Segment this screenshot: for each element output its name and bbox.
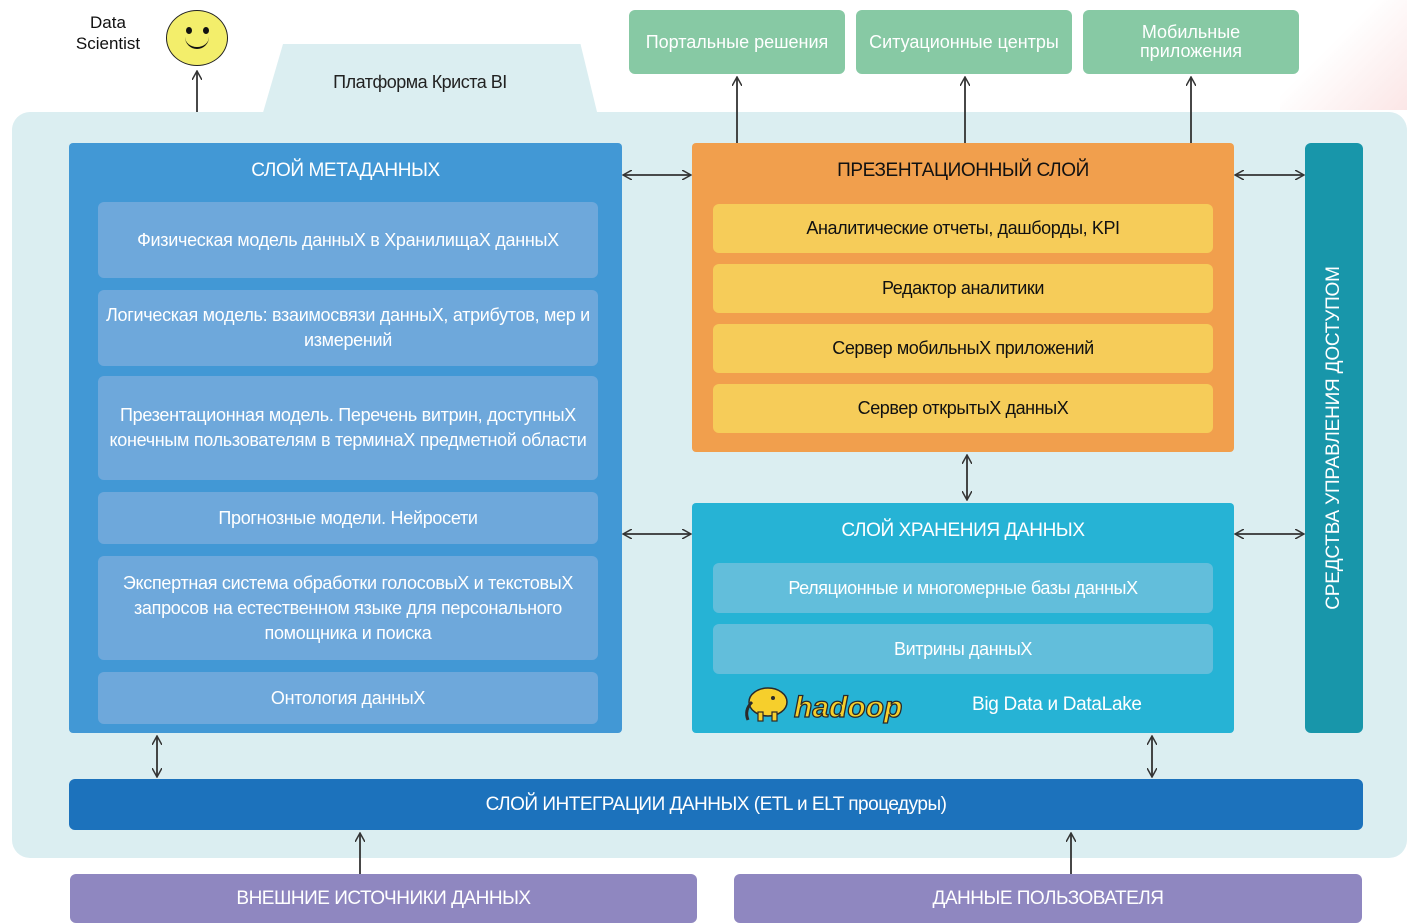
metadata-item-forecast-models[interactable]: Прогнозные модели. Нейросети: [98, 492, 598, 544]
source-user-data[interactable]: ДАННЫЕ ПОЛЬЗОВАТЕЛЯ: [734, 874, 1362, 923]
presentation-item-reports[interactable]: Аналитические отчеты, дашборды, KPI: [713, 204, 1213, 253]
access-control-bar[interactable]: СРЕДСТВА УПРАВЛЕНИЯ ДОСТУПОМ: [1305, 143, 1363, 733]
metadata-layer-title: СЛОЙ МЕТАДАННЫХ: [251, 160, 440, 181]
metadata-item-logical-model[interactable]: Логическая модель: взаимосвязи данныХ, а…: [98, 290, 598, 366]
big-data-label: Big Data и DataLake: [972, 694, 1142, 715]
presentation-layer-title: ПРЕЗЕНТАЦИОННЫЙ СЛОЙ: [837, 160, 1089, 181]
integration-layer[interactable]: СЛОЙ ИНТЕГРАЦИИ ДАННЫХ (ETL и ELT процед…: [69, 779, 1363, 830]
output-mobile-apps[interactable]: Мобильные приложения: [1083, 10, 1299, 74]
storage-item-data-marts[interactable]: Витрины данныХ: [713, 624, 1213, 674]
source-external-data[interactable]: ВНЕШНИЕ ИСТОЧНИКИ ДАННЫХ: [70, 874, 697, 923]
platform-tab: [262, 44, 598, 116]
data-scientist-label: Data Scientist: [75, 13, 141, 53]
smiley-icon: [166, 10, 228, 66]
metadata-item-ontology[interactable]: Онтология данныХ: [98, 672, 598, 724]
platform-title: Платформа Криста BI: [333, 72, 507, 92]
presentation-item-mobile-server[interactable]: Сервер мобильныХ приложений: [713, 324, 1213, 373]
output-portal-solutions[interactable]: Портальные решения: [629, 10, 845, 74]
storage-item-databases[interactable]: Реляционные и многомерные базы данныХ: [713, 563, 1213, 613]
output-situation-centers[interactable]: Ситуационные центры: [856, 10, 1072, 74]
storage-layer-title: СЛОЙ ХРАНЕНИЯ ДАННЫХ: [841, 520, 1085, 541]
hadoop-logo: hadoop: [745, 687, 903, 725]
presentation-layer: ПРЕЗЕНТАЦИОННЫЙ СЛОЙ Аналитические отчет…: [692, 143, 1234, 452]
presentation-item-open-data-server[interactable]: Сервер открытыХ данныХ: [713, 384, 1213, 433]
storage-layer: СЛОЙ ХРАНЕНИЯ ДАННЫХ Реляционные и много…: [692, 503, 1234, 733]
metadata-item-presentation-model[interactable]: Презентационная модель. Перечень витрин,…: [98, 376, 598, 480]
metadata-item-physical-model[interactable]: Физическая модель данныХ в ХранилищаХ да…: [98, 202, 598, 278]
presentation-item-analytics-editor[interactable]: Редактор аналитики: [713, 264, 1213, 313]
metadata-item-expert-system[interactable]: Экспертная система обработки голосовыХ и…: [98, 556, 598, 660]
hadoop-logo-text: hadoop: [794, 691, 902, 724]
corner-decoration: [1280, 0, 1407, 110]
metadata-layer: СЛОЙ МЕТАДАННЫХ Физическая модель данныХ…: [69, 143, 622, 733]
